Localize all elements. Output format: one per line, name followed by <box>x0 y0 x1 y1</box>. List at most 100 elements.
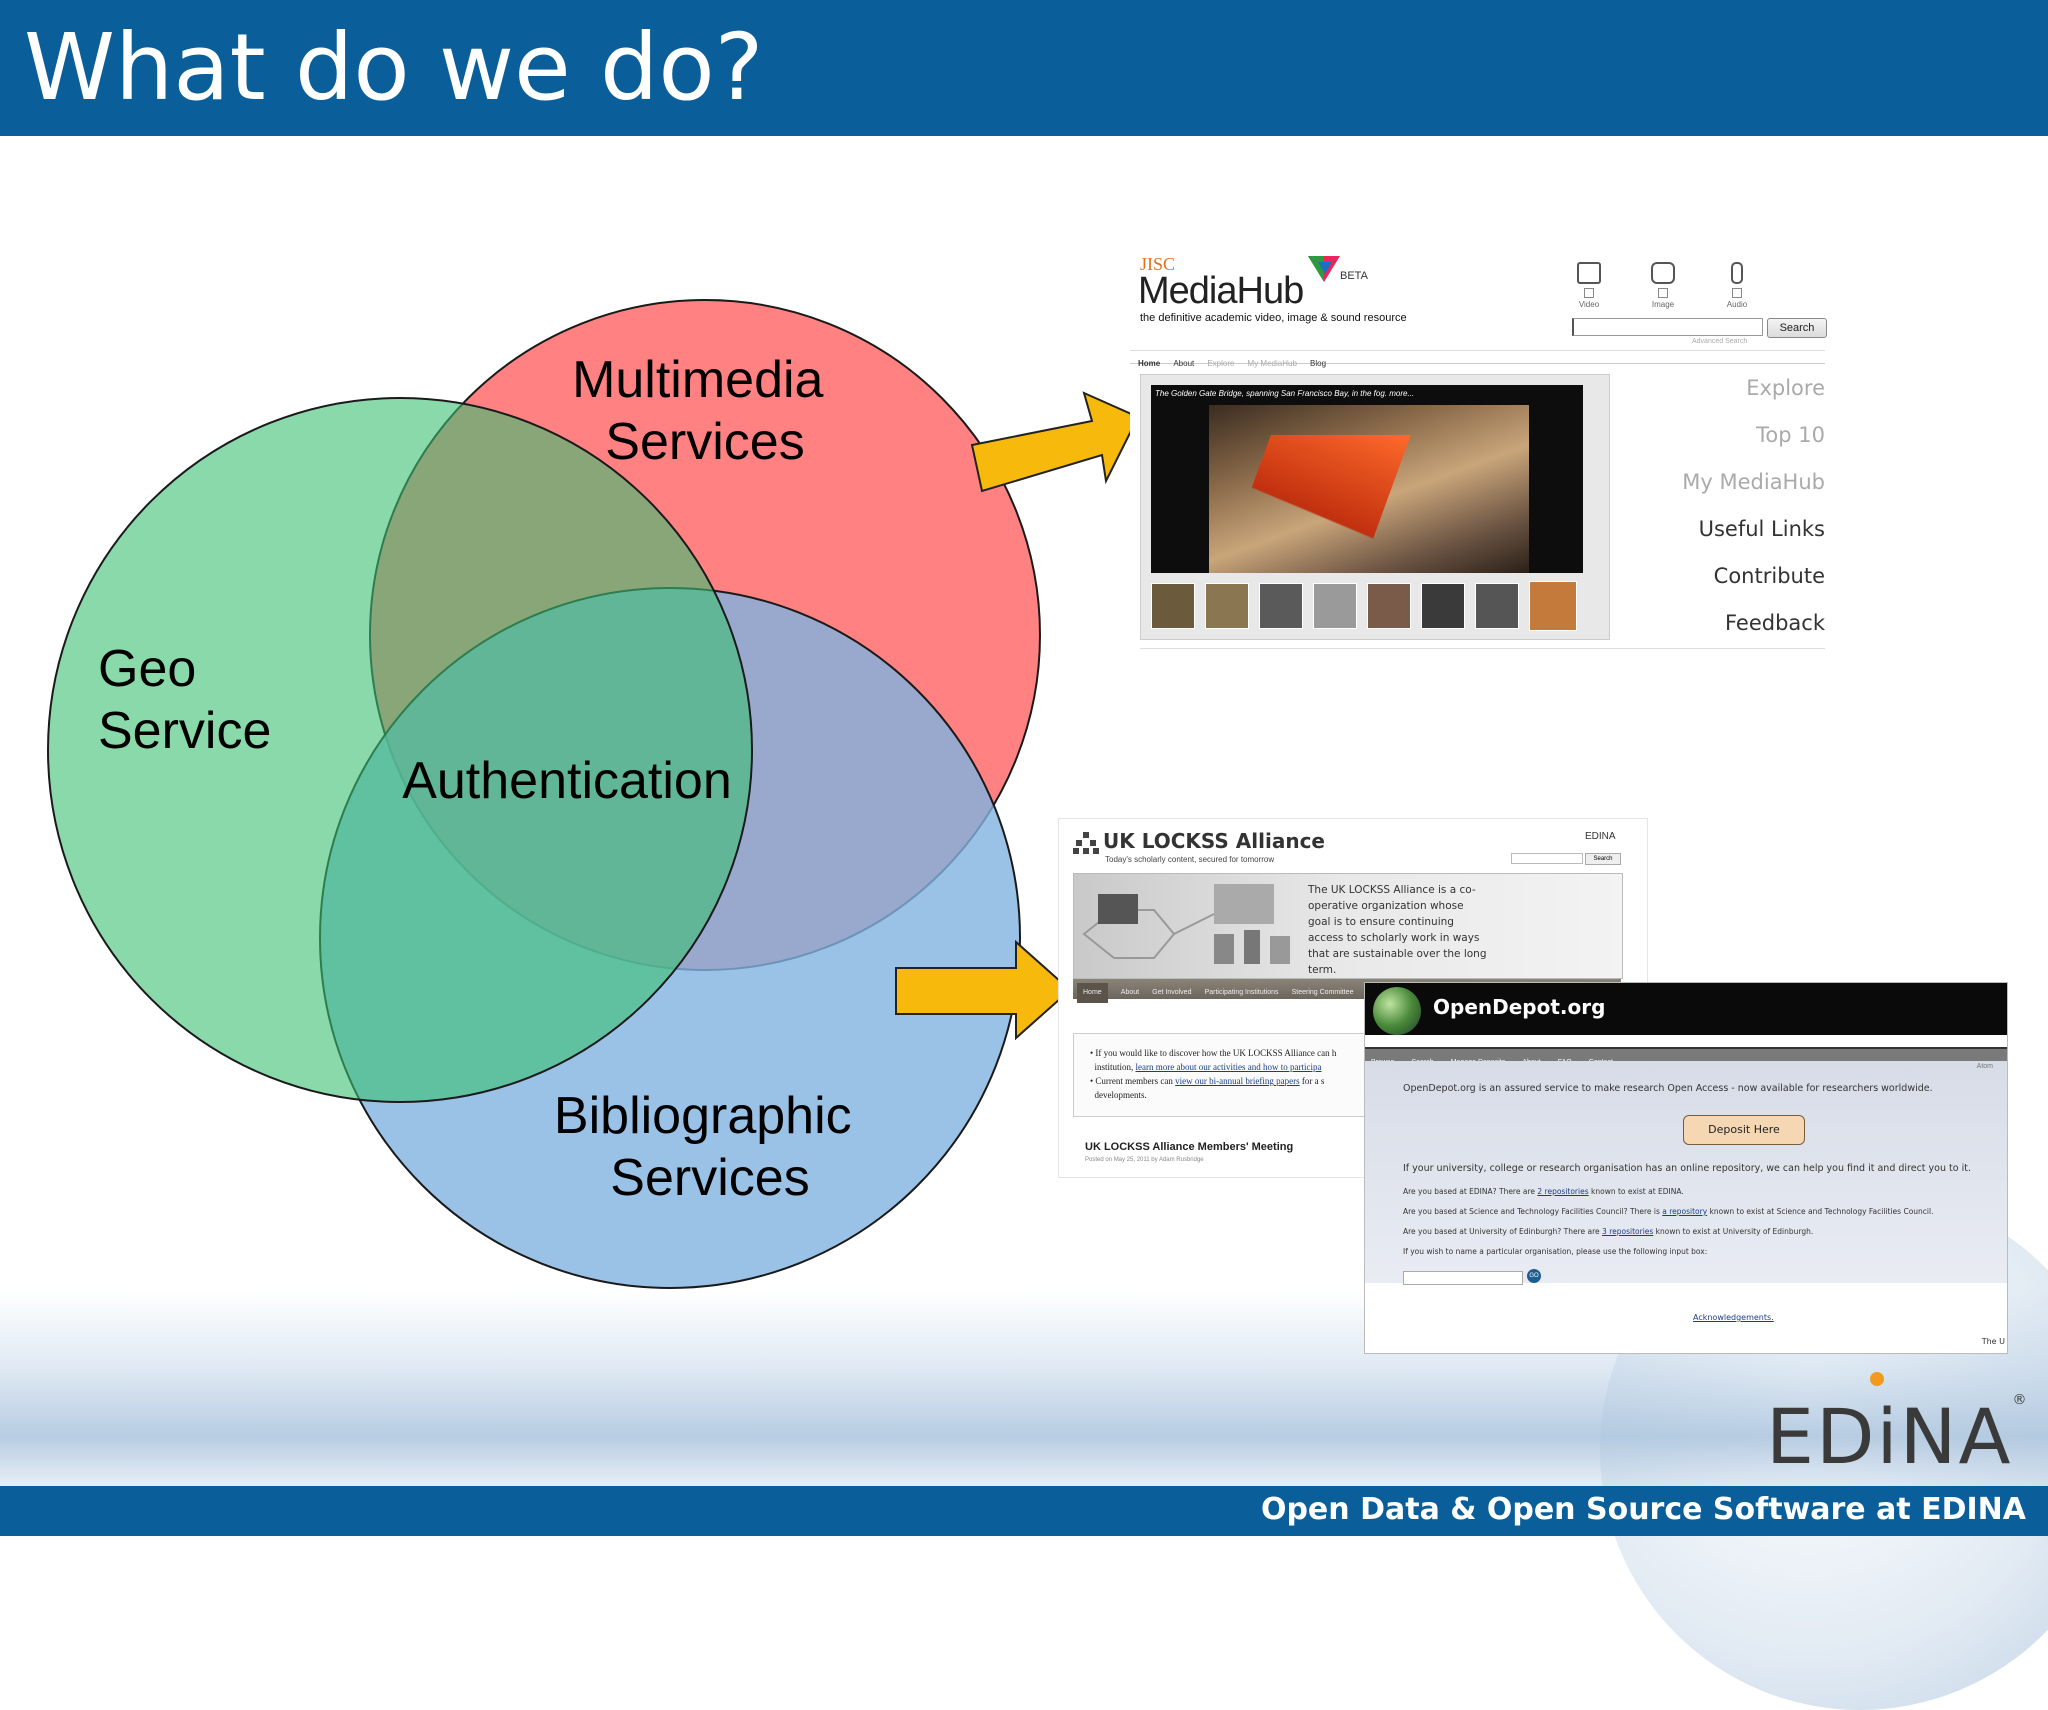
opendepot-header <box>1365 983 2007 1035</box>
go-button[interactable]: GO <box>1527 1269 1541 1283</box>
od-line-edinburgh: Are you based at University of Edinburgh… <box>1403 1227 1814 1236</box>
lockss-logo-icon <box>1073 832 1099 854</box>
bibliographic-label: Bibliographic Services <box>554 1087 866 1207</box>
mediahub-tagline: the definitive academic video, image & s… <box>1140 312 1407 324</box>
nav-about[interactable]: About <box>1173 359 1195 368</box>
video-icon <box>1577 262 1601 284</box>
nav-explore[interactable]: Explore <box>1207 359 1235 368</box>
lockss-bullet-1: • If you would like to discover how the … <box>1090 1048 1337 1072</box>
od-line-input-hint: If you wish to name a particular organis… <box>1403 1247 1708 1256</box>
lockss-search-input[interactable] <box>1511 853 1583 864</box>
featured-media: The Golden Gate Bridge, spanning San Fra… <box>1140 374 1610 640</box>
thumbnail[interactable] <box>1475 583 1519 629</box>
lockss-banner: The UK LOCKSS Alliance is a co-operative… <box>1073 873 1623 979</box>
authentication-label: Authentication <box>402 752 732 810</box>
lockss-bullet-2: • Current members can view our bi-annual… <box>1090 1076 1325 1100</box>
microphone-icon <box>1731 262 1743 284</box>
network-illustration <box>1082 884 1290 964</box>
type-audio[interactable]: Audio <box>1722 262 1752 309</box>
arrow-to-mediahub <box>970 391 1138 493</box>
camera-icon <box>1651 262 1675 284</box>
lockss-nav-participating[interactable]: Participating Institutions <box>1204 989 1279 996</box>
type-image[interactable]: Image <box>1648 262 1678 309</box>
link-explore[interactable]: Explore <box>1746 376 1825 400</box>
thumbnail[interactable] <box>1313 583 1357 629</box>
lockss-title: UK LOCKSS Alliance <box>1103 829 1325 853</box>
title-bar <box>0 0 2048 136</box>
slide-title: What do we do? <box>24 14 764 121</box>
opendepot-intro: OpenDepot.org is an assured service to m… <box>1403 1083 1933 1094</box>
opendepot-title: OpenDepot.org <box>1433 995 1606 1019</box>
organisation-input[interactable] <box>1403 1271 1523 1285</box>
thumbnail[interactable] <box>1205 583 1249 629</box>
lockss-meeting-title[interactable]: UK LOCKSS Alliance Members' Meeting <box>1085 1141 1294 1153</box>
opendepot-truncated-text: The U <box>1981 1337 2005 1346</box>
thumbnail[interactable] <box>1367 583 1411 629</box>
footer-bar <box>0 1486 2048 1536</box>
deposit-here-button[interactable]: Deposit Here <box>1683 1115 1805 1145</box>
lockss-tagline: Today's scholarly content, secured for t… <box>1105 855 1275 864</box>
lockss-search-button[interactable]: Search <box>1585 853 1621 865</box>
nav-home[interactable]: Home <box>1138 359 1161 368</box>
footer-text: Open Data & Open Source Software at EDIN… <box>1260 1492 2026 1527</box>
nav-my-mediahub[interactable]: My MediaHub <box>1247 359 1297 368</box>
acknowledgements-link[interactable]: Acknowledgements. <box>1693 1313 1774 1322</box>
stfc-repo-link[interactable]: a repository <box>1662 1207 1708 1216</box>
globe-icon <box>1373 987 1421 1035</box>
lockss-nav-home[interactable]: Home <box>1077 983 1108 1003</box>
audio-checkbox[interactable] <box>1732 288 1742 298</box>
thumbnail[interactable] <box>1421 583 1465 629</box>
geo-circle <box>47 397 753 1103</box>
mediahub-screenshot: JISC MediaHub BETA the definitive academ… <box>1130 250 1830 660</box>
thumbnail[interactable] <box>1259 583 1303 629</box>
edinburgh-repos-link[interactable]: 3 repositories <box>1602 1227 1654 1236</box>
multimedia-label: Multimedia Services <box>572 351 838 471</box>
lockss-nav-steering[interactable]: Steering Committee <box>1291 989 1354 996</box>
image-checkbox[interactable] <box>1658 288 1668 298</box>
golden-gate-photo <box>1209 405 1529 573</box>
jisc-logo: JISC <box>1140 254 1176 274</box>
video-checkbox[interactable] <box>1584 288 1594 298</box>
thumbnail[interactable] <box>1529 581 1577 631</box>
nav-blog[interactable]: Blog <box>1310 359 1327 368</box>
link-my-mediahub[interactable]: My MediaHub <box>1682 470 1825 494</box>
link-contribute[interactable]: Contribute <box>1713 564 1825 588</box>
mediahub-logo-icon <box>1308 256 1340 282</box>
edina-logo-dot <box>1870 1372 1884 1386</box>
edina-repos-link[interactable]: 2 repositories <box>1537 1187 1589 1196</box>
beta-badge: BETA <box>1340 270 1368 282</box>
link-useful-links[interactable]: Useful Links <box>1698 517 1825 541</box>
lockss-nav-about[interactable]: About <box>1120 989 1140 996</box>
learn-more-link[interactable]: learn more about our activities and how … <box>1135 1062 1322 1072</box>
mediahub-search-button[interactable]: Search <box>1767 318 1827 338</box>
lockss-posted-meta: Posted on May 25, 2011 by Adam Rusbridge <box>1085 1157 1204 1163</box>
briefing-papers-link[interactable]: view our bi-annual briefing papers <box>1175 1076 1300 1086</box>
type-video[interactable]: Video <box>1574 262 1604 309</box>
opendepot-screenshot: OpenDepot.org Browse Search Manage Depos… <box>1364 982 2008 1354</box>
od-line-edina: Are you based at EDINA? There are 2 repo… <box>1403 1187 1684 1196</box>
edina-logo: EDiNA® <box>1766 1392 2029 1481</box>
lockss-edina-logo: EDINA <box>1585 831 1616 842</box>
link-top-10[interactable]: Top 10 <box>1756 423 1825 447</box>
link-feedback[interactable]: Feedback <box>1724 611 1825 635</box>
atom-feed-link[interactable]: Atom <box>1976 1063 1993 1070</box>
od-line-stfc: Are you based at Science and Technology … <box>1403 1207 1934 1216</box>
arrow-to-lockss <box>895 940 1072 1040</box>
bridge-tower-shape <box>1227 435 1411 555</box>
opendepot-nav: Browse Search Manage Deposits About FAQ … <box>1365 1047 2007 1066</box>
divider <box>1140 648 1825 649</box>
opendepot-main <box>1365 1061 2007 1283</box>
thumbnail[interactable] <box>1151 583 1195 629</box>
geo-label: Geo Service <box>98 640 271 760</box>
venn-diagram: Multimedia Services Geo Service Bibliogr… <box>47 299 1041 1289</box>
mediahub-logo: MediaHub <box>1138 270 1304 312</box>
advanced-search-link[interactable]: Advanced Search <box>1692 338 1748 345</box>
featured-video[interactable]: The Golden Gate Bridge, spanning San Fra… <box>1151 385 1583 573</box>
thumbnail-strip <box>1151 581 1591 631</box>
lockss-nav-get-involved[interactable]: Get Involved <box>1152 989 1192 996</box>
mediahub-search-input[interactable] <box>1572 318 1763 336</box>
mediahub-nav: Home About Explore My MediaHub Blog <box>1130 350 1825 368</box>
opendepot-lead: If your university, college or research … <box>1403 1163 1971 1174</box>
lockss-banner-text: The UK LOCKSS Alliance is a co-operative… <box>1308 884 1487 976</box>
video-caption: The Golden Gate Bridge, spanning San Fra… <box>1155 389 1415 398</box>
